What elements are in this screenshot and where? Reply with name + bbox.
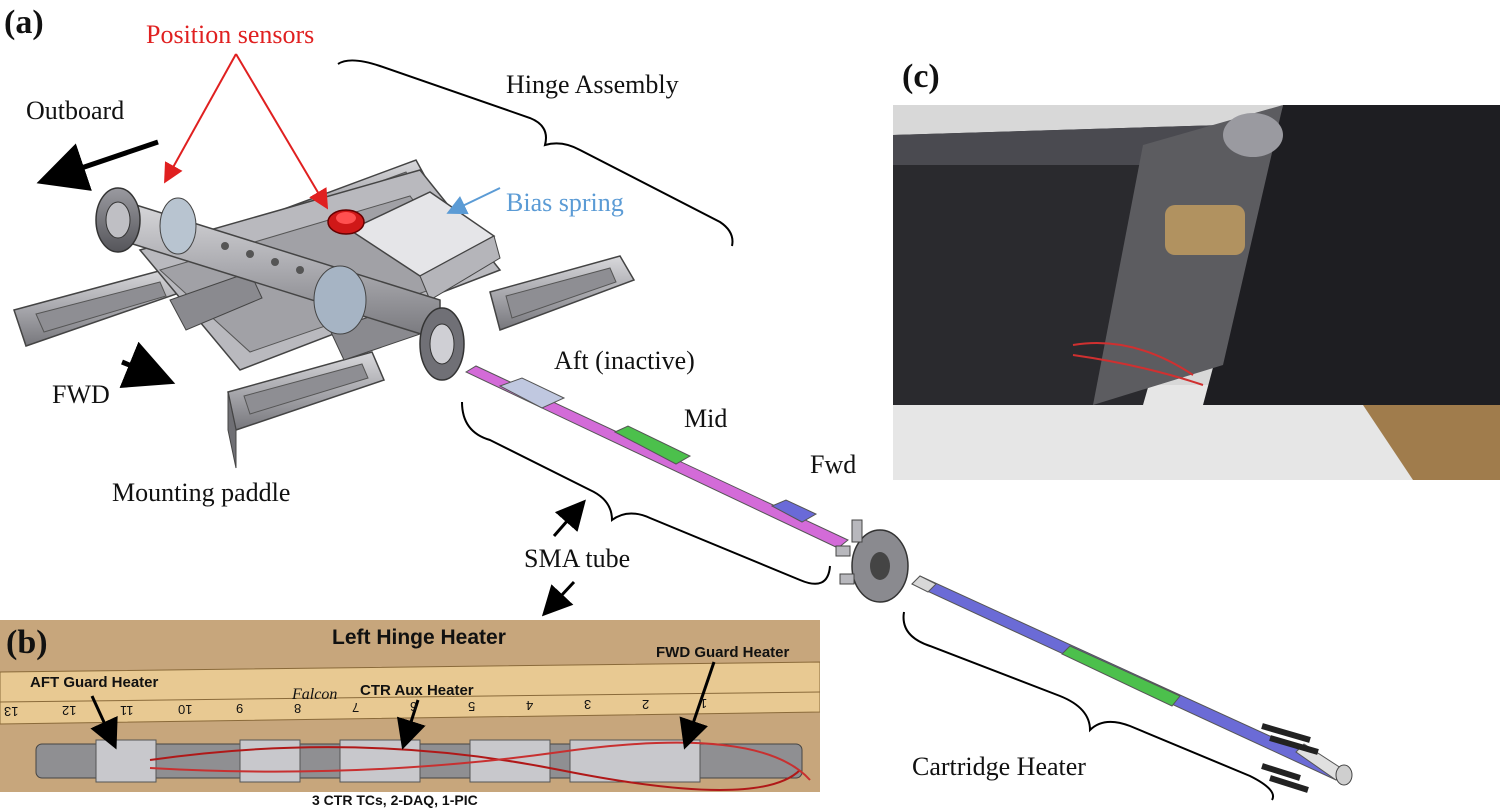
bias-spring-label: Bias spring xyxy=(506,188,624,217)
aft-guard-heater-label: AFT Guard Heater xyxy=(30,674,159,691)
bias-spring-arrow xyxy=(446,187,501,215)
ruler-number: 5 xyxy=(468,698,476,714)
cartridge-heater xyxy=(911,575,1353,786)
mounting-paddle-label: Mounting paddle xyxy=(112,478,291,507)
sma-arrow-down xyxy=(541,580,576,617)
sensor-arrow-right xyxy=(235,53,329,210)
sma-arrow-up xyxy=(552,499,586,537)
position-sensor xyxy=(327,209,365,235)
ruler-number: 6 xyxy=(410,699,418,715)
fwd-arrow xyxy=(119,341,176,388)
ruler-number: 1 xyxy=(700,696,708,711)
sma-tube-label: SMA tube xyxy=(524,544,631,573)
fwd-direction-label: FWD xyxy=(52,380,110,409)
fwd-flange xyxy=(835,519,909,603)
sma-tube xyxy=(464,365,849,549)
mounting-paddle-left xyxy=(13,267,184,347)
panel-c-label: (c) xyxy=(902,58,940,95)
ruler-number: 11 xyxy=(120,702,134,718)
screws xyxy=(1261,723,1319,793)
sma-tube-brace xyxy=(461,401,831,585)
ruler-number: 3 xyxy=(584,697,592,713)
aft-inactive-label: Aft (inactive) xyxy=(554,346,695,375)
fwd-guard-heater-label: FWD Guard Heater xyxy=(656,644,790,661)
ruler-number: 12 xyxy=(62,703,77,719)
ruler-brand: Falcon xyxy=(292,686,338,703)
outboard-label: Outboard xyxy=(26,96,125,125)
photo-left-hinge-heater xyxy=(0,620,820,792)
ruler-number: 8 xyxy=(294,700,302,716)
panel-a-label: (a) xyxy=(4,4,44,41)
fwd-label: Fwd xyxy=(810,450,857,479)
ruler-number: 9 xyxy=(236,701,244,717)
ctr-aux-heater-label: CTR Aux Heater xyxy=(360,682,474,699)
mid-label: Mid xyxy=(684,404,728,433)
photo-b-footer: 3 CTR TCs, 2-DAQ, 1-PIC xyxy=(312,792,478,808)
ruler-number: 4 xyxy=(526,698,534,713)
sensor-arrow-left xyxy=(164,53,237,184)
ruler-number: 10 xyxy=(178,702,193,717)
hinge-assembly-label: Hinge Assembly xyxy=(506,70,679,99)
ruler-number: 13 xyxy=(4,704,19,719)
photo-b-title: Left Hinge Heater xyxy=(332,626,506,649)
mounting-paddle-lower xyxy=(227,351,386,469)
mounting-paddle-right xyxy=(489,255,636,331)
hinge-assembly-brace xyxy=(337,59,734,247)
panel-b-label: (b) xyxy=(6,624,48,661)
ruler-number: 7 xyxy=(352,700,360,715)
cartridge-heater-label: Cartridge Heater xyxy=(912,752,1086,781)
ruler-number: 2 xyxy=(642,696,650,712)
outboard-arrow xyxy=(36,139,159,191)
cartridge-heater-brace xyxy=(902,611,1274,801)
position-sensors-label: Position sensors xyxy=(146,20,315,49)
hinge-shaft xyxy=(95,187,465,381)
photo-wing-hinge xyxy=(893,105,1500,480)
